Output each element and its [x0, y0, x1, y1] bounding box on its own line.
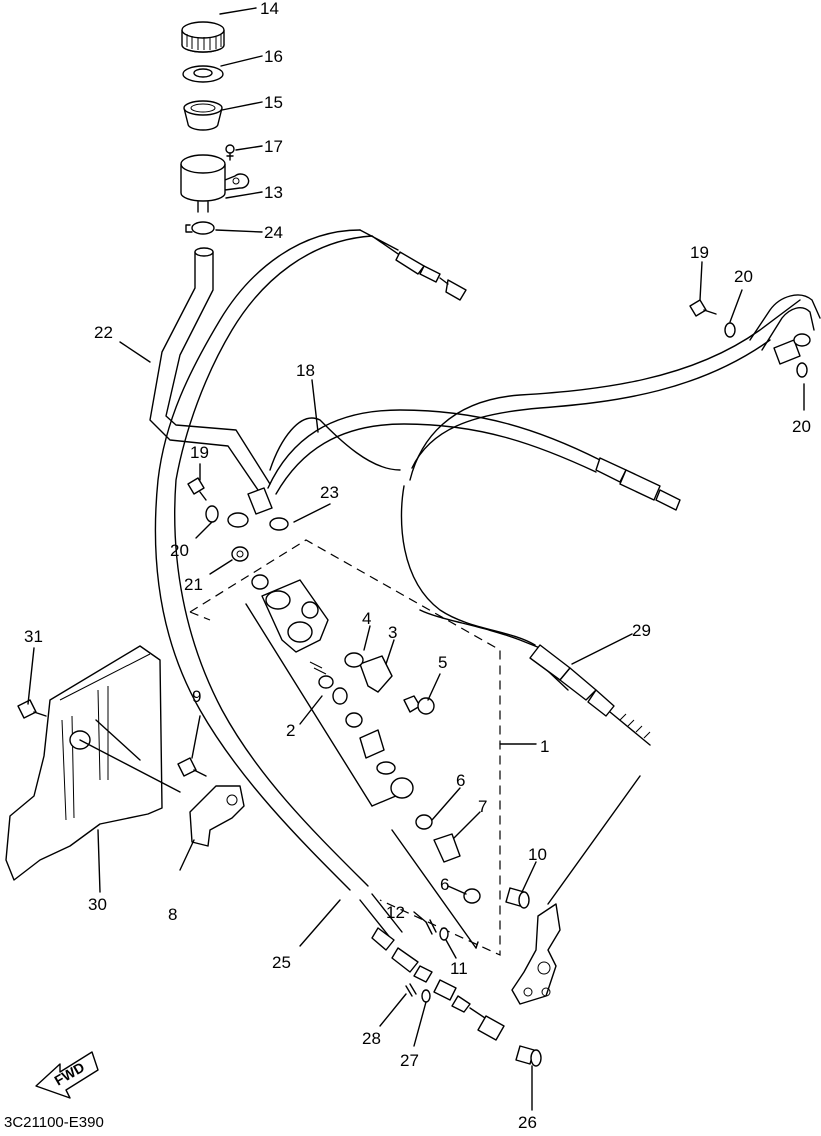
callout-3: 3: [388, 623, 397, 642]
callout-25: 25: [272, 953, 291, 972]
callout-12: 12: [386, 903, 405, 922]
bolt-31: [17, 699, 47, 719]
pedal-arm-bracket: [511, 775, 641, 1005]
callout-9: 9: [192, 687, 201, 706]
bracket-8: [189, 785, 245, 847]
banjo-bolt-hose-end: [227, 487, 289, 531]
callout-28: 28: [362, 1029, 381, 1048]
clutch-cable-18: [267, 409, 681, 511]
callout-29: 29: [632, 621, 651, 640]
callout-30: 30: [88, 895, 107, 914]
callout-21: 21: [184, 575, 203, 594]
clutch-cable-upper: [154, 229, 467, 891]
callout-31: 31: [24, 627, 43, 646]
washer-11: [439, 927, 449, 941]
reservoir-cap: [181, 21, 225, 53]
diaphragm-plate: [182, 65, 224, 83]
callout-24: 24: [264, 223, 283, 242]
callout-2: 2: [286, 721, 295, 740]
callout-8: 8: [168, 905, 177, 924]
callout-14: 14: [260, 0, 279, 18]
callout-22: 22: [94, 323, 113, 342]
pin-10: [505, 887, 530, 909]
callout-17: 17: [264, 137, 283, 156]
callout-26: 26: [518, 1113, 537, 1131]
callout-19-left: 19: [190, 443, 209, 462]
callout-18: 18: [296, 361, 315, 380]
drawing-code: 3C21100-E390: [4, 1114, 104, 1131]
callout-4: 4: [362, 609, 371, 628]
pin-26: [515, 1045, 542, 1067]
reservoir-hose: [149, 247, 271, 491]
right-hose-fitting: [689, 294, 821, 378]
reservoir-tank: [180, 154, 250, 213]
callout-10: 10: [528, 845, 547, 864]
heel-guard-30: [5, 645, 181, 881]
left-bolt-washers: [187, 477, 249, 562]
callout-13: 13: [264, 183, 283, 202]
callout-1: 1: [540, 737, 549, 756]
master-cylinder-assembly: [189, 539, 501, 956]
callout-20-right-top: 20: [734, 267, 753, 286]
hose-clamp-24: [185, 221, 215, 235]
clutch-cable-29: [269, 299, 801, 746]
callout-7: 7: [478, 797, 487, 816]
callout-23: 23: [320, 483, 339, 502]
callout-20-left: 20: [170, 541, 189, 560]
fwd-arrow-icon: FWD: [35, 1051, 99, 1099]
callout-16: 16: [264, 47, 283, 66]
callout-6-lower: 6: [440, 875, 449, 894]
clutch-cable-25-end: [359, 893, 505, 1041]
cotter-pin-12: [425, 919, 437, 935]
washer-27: [421, 989, 431, 1003]
callout-6-upper: 6: [456, 771, 465, 790]
callout-11: 11: [450, 959, 468, 978]
reservoir-screw: [225, 144, 235, 161]
callout-labels: 14 16 15 17 13 24 22 18 19 20 20 19 23 2…: [24, 0, 811, 1132]
cotter-pin-28: [405, 983, 417, 997]
callout-15: 15: [264, 93, 283, 112]
bolt-9: [177, 757, 207, 777]
leader-lines: [27, 7, 805, 1111]
reservoir-diaphragm: [183, 100, 223, 131]
callout-5: 5: [438, 653, 447, 672]
callout-19-right: 19: [690, 243, 709, 262]
callout-20-right-bottom: 20: [792, 417, 811, 436]
callout-27: 27: [400, 1051, 419, 1070]
